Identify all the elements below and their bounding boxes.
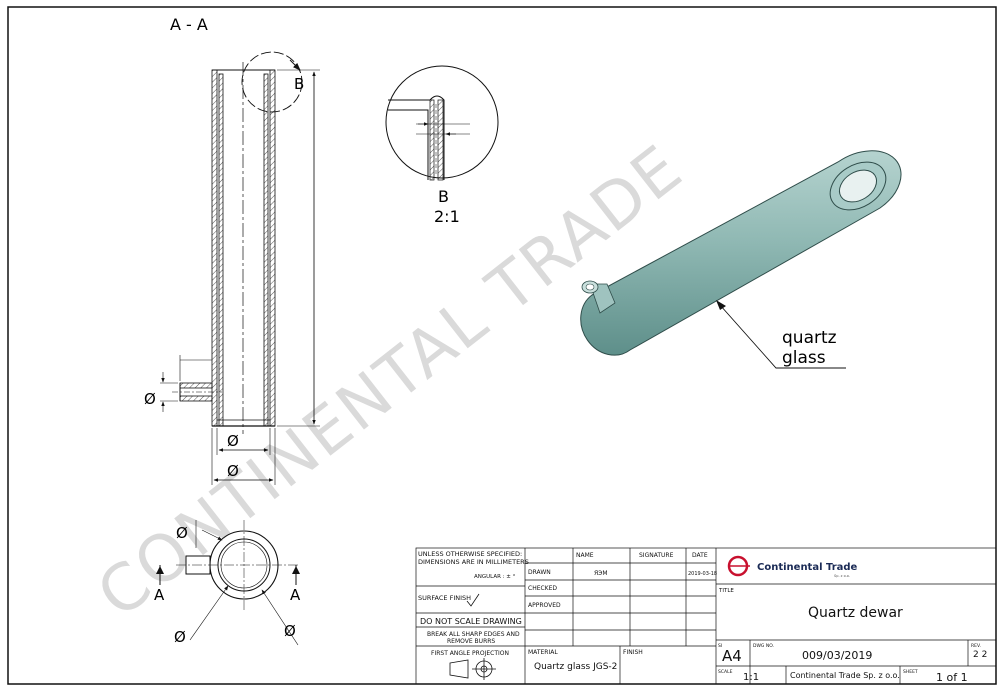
col-date: DATE: [692, 552, 708, 559]
size-label: SI: [718, 643, 722, 649]
sheet-size: A4: [722, 647, 742, 665]
company-logo: Continental Trade Sp. z o.o.: [727, 555, 858, 578]
section-marker-right: A: [290, 586, 301, 604]
title-block: [415, 547, 997, 685]
sheet-value: 1 of 1: [936, 671, 968, 684]
surface-finish-label: SURFACE FINISH: [418, 594, 471, 602]
detail-view-b: B 2:1: [385, 65, 499, 226]
first-angle-label: FIRST ANGLE PROJECTION: [431, 650, 509, 657]
finish-label: FINISH: [623, 649, 643, 656]
isometric-view: quartz glass: [580, 150, 902, 369]
row-checked: CHECKED: [528, 585, 557, 592]
top-diameter-label-3: Ø: [284, 622, 296, 640]
company-full: Continental Trade Sp. z o.o.: [790, 671, 900, 680]
detail-title: B: [438, 187, 449, 206]
title-block-text: UNLESS OTHERWISE SPECIFIED: DIMENSIONS A…: [418, 550, 987, 684]
detail-scale: 2:1: [434, 207, 460, 226]
watermark: CONTINENTAL TRADE: [84, 131, 697, 632]
callout-label-line2: glass: [782, 348, 826, 368]
top-view: A A Ø Ø Ø: [154, 520, 301, 646]
dwg-no-label: DWG NO.: [753, 643, 774, 649]
break-edges-2: REMOVE BURRS: [447, 638, 495, 645]
drawing-title: Quartz dewar: [808, 605, 903, 621]
drawn-name: ЯЭМ: [594, 570, 608, 577]
col-signature: SIGNATURE: [639, 552, 674, 559]
material-label: MATERIAL: [528, 649, 558, 656]
side-tube-diameter-label: Ø: [144, 390, 156, 408]
surface-finish-icon: [466, 593, 480, 607]
row-drawn: DRAWN: [528, 569, 551, 576]
material-value: Quartz glass JGS-2: [534, 662, 617, 672]
company-name-small: Sp. z o.o.: [834, 574, 850, 578]
section-marker-left: A: [154, 586, 165, 604]
scale-label: SCALE: [718, 669, 733, 675]
do-not-scale: DO NOT SCALE DRAWING: [420, 617, 522, 626]
drawn-date: 2019-03-18: [688, 571, 717, 577]
section-label: A - A: [170, 15, 208, 34]
section-view: B Ø Ø Ø: [144, 51, 320, 485]
inner-diameter-label: Ø: [227, 432, 239, 450]
top-diameter-label-2: Ø: [174, 628, 186, 646]
company-name: Continental Trade: [757, 562, 858, 573]
break-edges-1: BREAK ALL SHARP EDGES AND: [427, 631, 520, 638]
col-name: NAME: [576, 552, 594, 559]
callout-label-line1: quartz: [782, 328, 837, 348]
tolerance-note-2: DIMENSIONS ARE IN MILLIMETERS: [418, 558, 529, 566]
rev-label: REV.: [971, 643, 981, 649]
tolerance-note-1: UNLESS OTHERWISE SPECIFIED:: [418, 550, 522, 558]
projection-icon: [449, 658, 496, 680]
angular-tolerance: ANGULAR : ± °: [474, 574, 516, 580]
title-label: TITLE: [718, 588, 734, 594]
sheet-label: SHEET: [903, 669, 918, 675]
outer-diameter-label: Ø: [227, 462, 239, 480]
detail-marker-b: B: [294, 75, 304, 93]
top-diameter-label-1: Ø: [176, 524, 188, 542]
rev-value: 2 2: [973, 650, 987, 660]
scale-value: 1:1: [743, 672, 759, 683]
dwg-no-value: 009/03/2019: [802, 649, 872, 662]
row-approved: APPROVED: [528, 602, 561, 609]
